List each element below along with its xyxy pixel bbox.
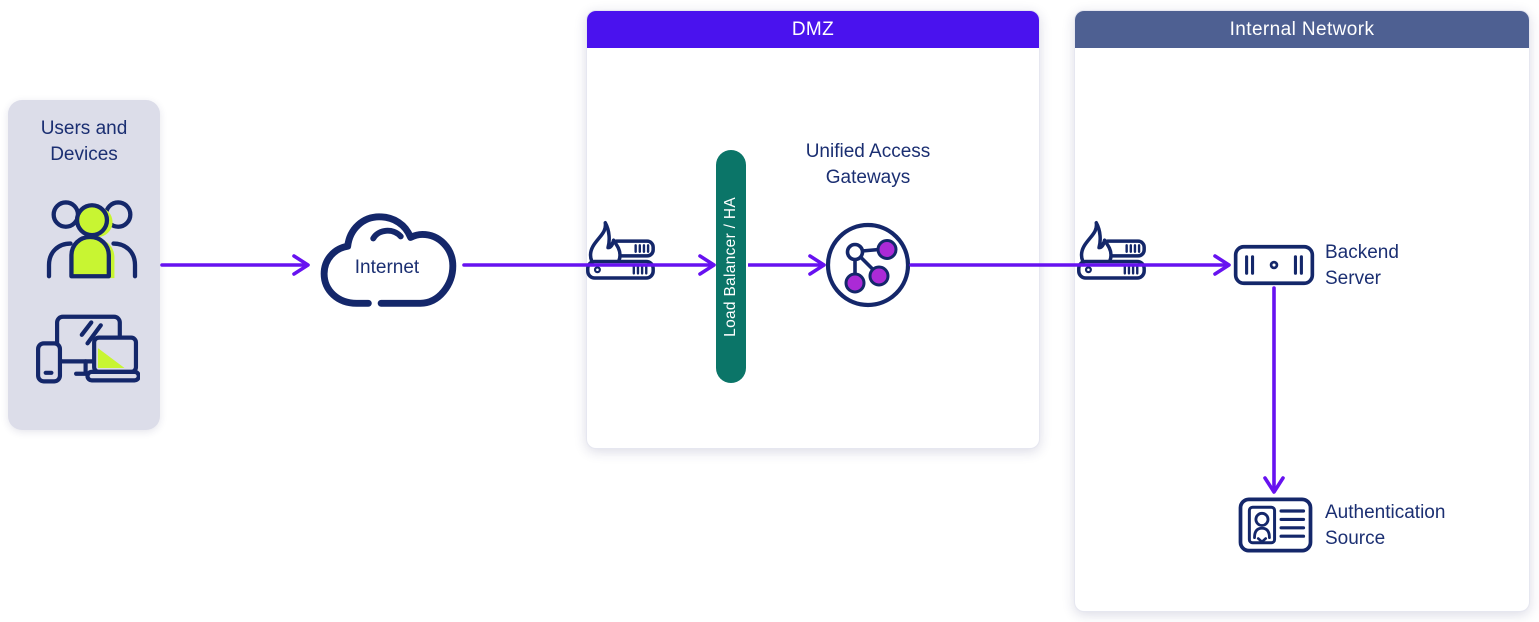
flow-arrow-load-balancer-to-gateways (748, 250, 828, 280)
load-balancer-label: Load Balancer / HA (722, 196, 739, 337)
flow-arrow-backend-to-authentication (1259, 286, 1289, 496)
flow-arrow-internet-to-load-balancer (462, 250, 718, 280)
dmz-zone-title: DMZ (791, 18, 835, 40)
unified-access-gateways-label: Unified Access Gateways (805, 141, 931, 188)
server-icon (1232, 244, 1316, 286)
firewall-icon (585, 220, 655, 290)
dmz-zone-header: DMZ (587, 11, 1039, 48)
users-devices-label: Users and Devices (40, 118, 128, 165)
authentication-source-label: Authentication Source (1325, 502, 1446, 549)
internal-network-zone-title: Internal Network (1229, 18, 1375, 40)
cloud-icon (312, 206, 462, 318)
flow-arrow-users-to-internet (160, 250, 312, 280)
load-balancer-node: Load Balancer / HA (716, 150, 746, 383)
backend-server-label: Backend Server (1325, 242, 1399, 289)
flow-arrow-gateways-to-backend-server (909, 250, 1233, 280)
user-group-icon (42, 194, 142, 280)
dmz-zone: DMZ (586, 10, 1040, 449)
id-card-icon (1238, 497, 1313, 553)
users-devices-box: Users and Devices (8, 100, 160, 430)
devices-icon (35, 312, 140, 388)
internet-label: Internet (354, 257, 420, 278)
internal-network-zone-header: Internal Network (1075, 11, 1529, 48)
network-nodes-icon (824, 221, 912, 309)
